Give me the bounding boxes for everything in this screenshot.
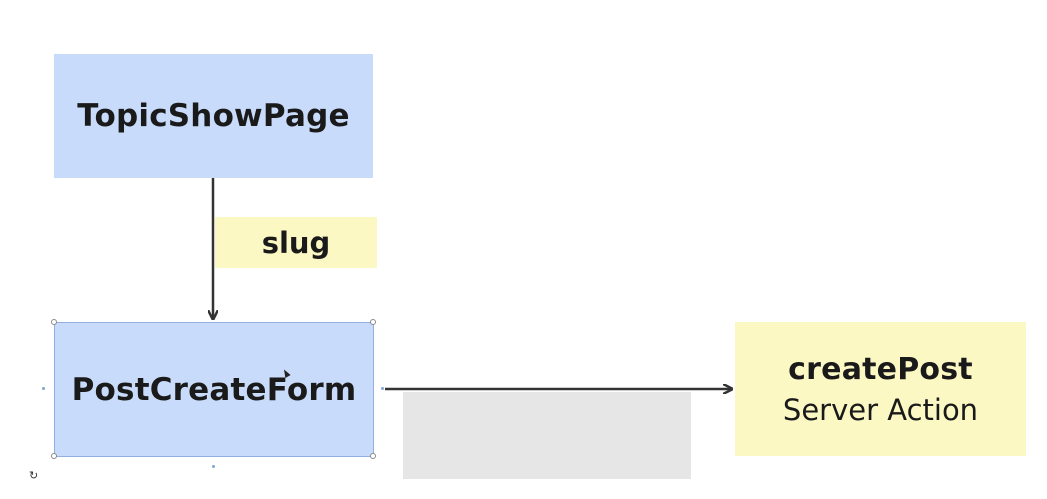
create-post-title: createPost	[788, 351, 973, 387]
create-post-subtitle: Server Action	[782, 392, 979, 427]
selection-handle-bottom-right[interactable]	[370, 453, 376, 459]
topic-show-page-node[interactable]: TopicShowPage	[54, 54, 373, 178]
selection-handle-top-right[interactable]	[370, 319, 376, 325]
rotate-handle-icon[interactable]: ↻	[29, 469, 39, 482]
slug-label-text: slug	[261, 225, 331, 260]
topic-show-page-title: TopicShowPage	[77, 98, 350, 134]
connection-point-bottom[interactable]	[212, 465, 215, 468]
connection-point-left[interactable]	[42, 387, 45, 390]
post-create-form-node[interactable]: PostCreateForm	[54, 322, 374, 457]
create-post-node[interactable]: createPost Server Action	[735, 322, 1026, 456]
placeholder-grey-block	[403, 392, 691, 479]
selection-handle-top-left[interactable]	[51, 319, 57, 325]
connection-point-right[interactable]	[381, 387, 384, 390]
slug-edge-label[interactable]: slug	[215, 217, 377, 268]
selection-handle-bottom-left[interactable]	[51, 453, 57, 459]
post-create-form-title: PostCreateForm	[71, 371, 357, 408]
